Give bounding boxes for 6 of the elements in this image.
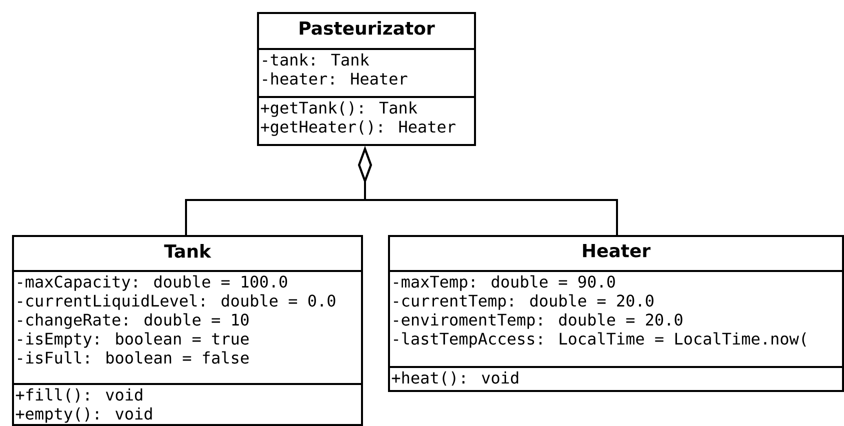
class-compartment: +heat(): void <box>388 366 844 392</box>
class-compartment: +fill(): void +empty(): void <box>12 382 363 426</box>
class-compartment: +getTank(): Tank +getHeater(): Heater <box>257 96 476 146</box>
class-compartment: -maxCapacity: double = 100.0 -currentLiquidLevel: double = 0.0 -changeRate: double = 10 -isEmpty: boolean = true -isFull: boolean = false <box>12 270 363 385</box>
class-compartment: -tank: Tank -heater: Heater <box>257 48 476 98</box>
class-compartment: -maxTemp: double = 90.0 -currentTemp: double = 20.0 -enviromentTemp: double = 20.0 -lastTempAccess: LocalTime = LocalTime.now( <box>388 270 844 368</box>
